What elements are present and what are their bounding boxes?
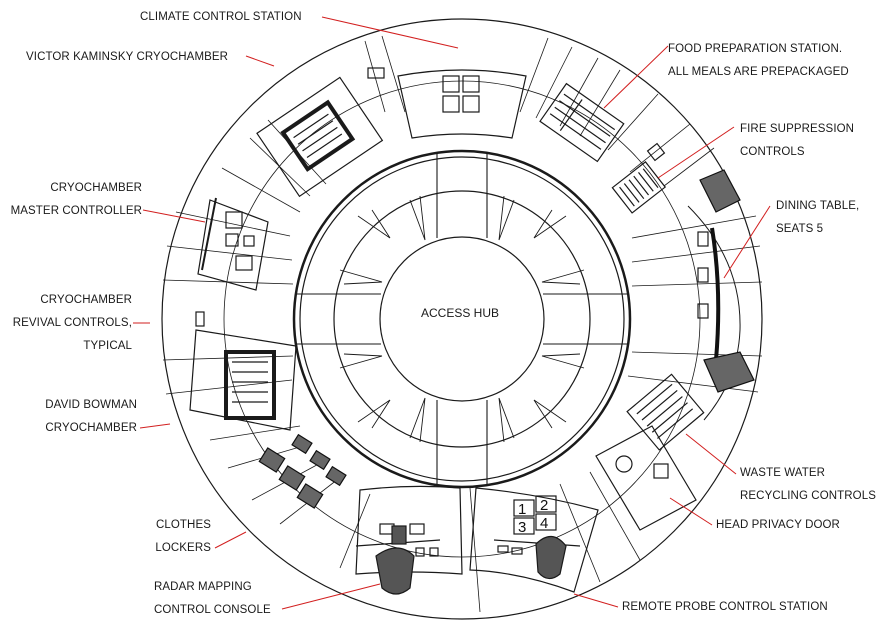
fire-suppression-label: FIRE SUPPRESSION CONTROLS [740,123,855,158]
head-privacy-door [595,425,697,531]
dining-shading [699,169,755,393]
access-hub-label: ACCESS HUB [420,306,500,320]
climate-panel-b [462,75,480,93]
hub-outer-ring [292,149,632,489]
kaminsky-cryochamber [256,76,384,198]
bowman-cryochamber [189,329,297,431]
probe-key-2: 2 [540,497,548,514]
climate-control-label: CLIMATE CONTROL STATION [140,11,302,23]
dining-table [687,205,741,421]
climate-panel-a [442,75,460,93]
climate-panel-c [442,95,460,113]
climate-panel-d [462,95,480,113]
food-station [539,82,625,163]
dining-table-label: DINING TABLE, SEATS 5 [776,200,860,235]
probe-key-1: 1 [518,501,526,518]
hub-star-marks [339,195,585,443]
remote-probe-label: REMOTE PROBE CONTROL STATION [622,601,828,613]
radar-mapping-label: RADAR MAPPING CONTROL CONSOLE [154,581,271,616]
radar-console [355,485,463,595]
bowman-cryochamber-label: DAVID BOWMAN CRYOCHAMBER [45,399,137,434]
hub-core-ring [379,236,545,402]
outer-hull [161,18,763,620]
panel-dividers [162,35,763,613]
probe-console [469,487,599,593]
hub-cross [295,152,629,486]
cryochamber-master-label: CRYOCHAMBER MASTER CONTROLLER [10,182,142,217]
master-controller [197,197,269,291]
kaminsky-cryochamber-label: VICTOR KAMINSKY CRYOCHAMBER [26,51,229,63]
climate-station-console [397,69,527,139]
clothes-lockers-label: CLOTHES LOCKERS [155,519,211,554]
food-preparation-label: FOOD PREPARATION STATION. ALL MEALS ARE … [668,43,849,78]
leader-lines [133,16,771,610]
hub-inner-ring [299,156,625,482]
probe-key-4: 4 [540,515,548,532]
probe-key-3: 3 [518,519,526,536]
fire-suppression-panel [611,161,667,214]
hub-mid-ring [333,190,591,448]
clothes-lockers [258,433,347,509]
revival-controls-label: CRYOCHAMBER REVIVAL CONTROLS, TYPICAL [12,294,132,352]
head-privacy-door-label: HEAD PRIVACY DOOR [716,519,840,531]
waste-water-label: WASTE WATER RECYCLING CONTROLS [740,467,876,502]
